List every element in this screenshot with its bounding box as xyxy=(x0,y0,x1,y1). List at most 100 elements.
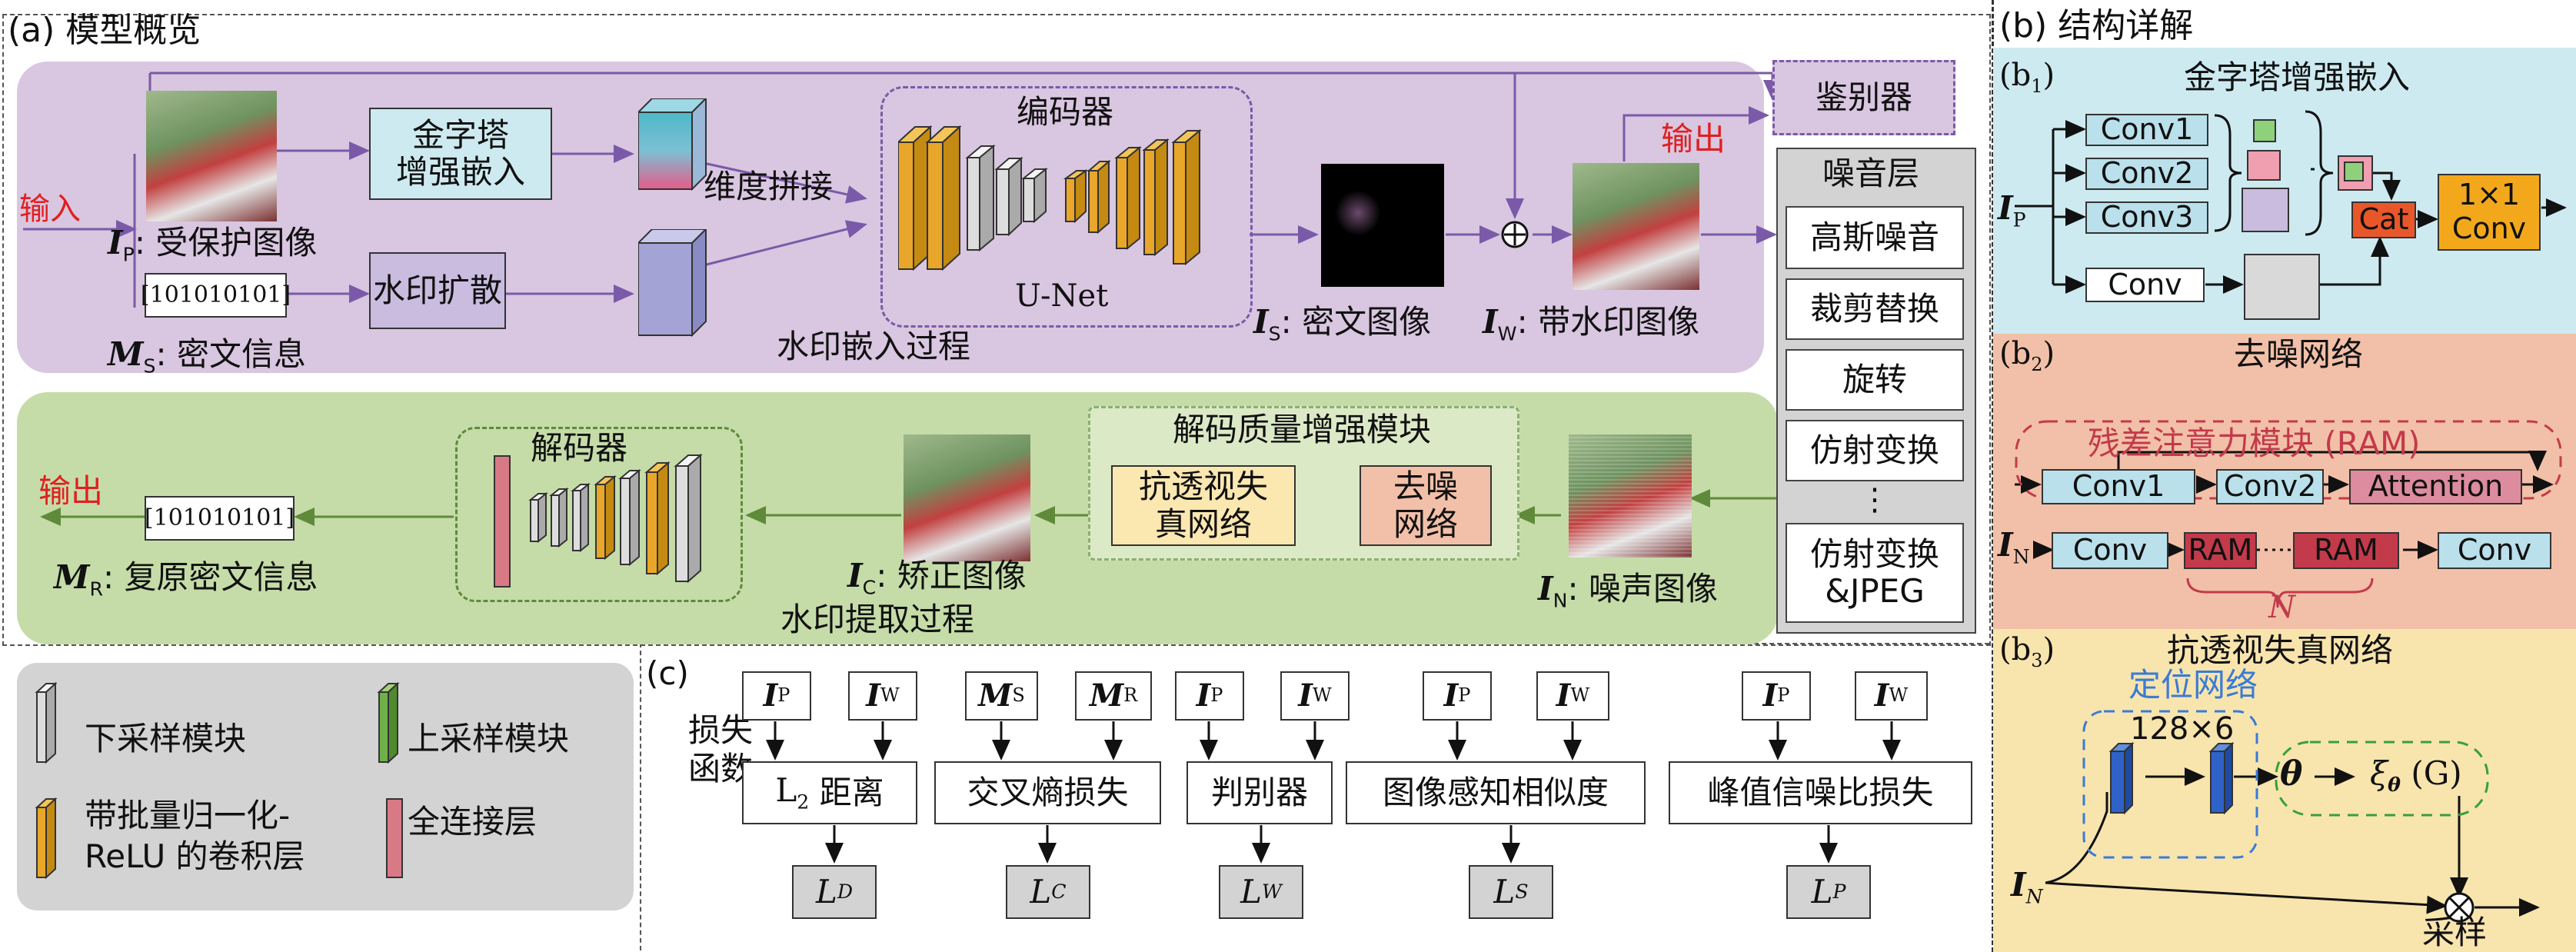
b3-theta: θ xyxy=(2280,754,2303,794)
b2-conv-in: Conv xyxy=(2052,532,2168,569)
pyramid-feature-map xyxy=(638,98,707,191)
mr-bits: [101010101] xyxy=(145,496,295,541)
panel-a-frame xyxy=(2,14,1991,646)
b2-conv1: Conv1 xyxy=(2042,469,2195,504)
loss-lpips-box: 图像感知相似度 xyxy=(1346,761,1646,824)
corrected-image xyxy=(904,434,1030,561)
loss-l2-label: 距离 xyxy=(819,773,884,811)
iw-caption: IW: 带水印图像 xyxy=(1483,303,1700,345)
b1-conv: Conv xyxy=(2085,268,2205,302)
noise-rotate: 旋转 xyxy=(1786,349,1964,411)
loc-net-outline xyxy=(2082,710,2258,859)
mr-caption-text: 复原密文信息 xyxy=(124,558,318,596)
dqe-module-title: 解码质量增强模块 xyxy=(1173,411,1432,448)
anti-perspective-box: 抗透视失 真网络 xyxy=(1111,465,1296,546)
b1-cat: Cat xyxy=(2351,201,2416,238)
b1-conv1x1-label: 1×1 Conv xyxy=(2451,178,2527,245)
b2-ram-2: RAM xyxy=(2293,532,2399,569)
noise-affine-jpeg: 仿射变换 &JPEG xyxy=(1786,523,1964,623)
b1-conv2: Conv2 xyxy=(2085,156,2208,190)
b2-ram-1: RAM xyxy=(2184,532,2257,569)
b2-n: N xyxy=(2268,590,2295,625)
pyramid-embed-label: 金字塔 增强嵌入 xyxy=(395,115,525,191)
is-caption: IS: 密文图像 xyxy=(1253,303,1432,345)
legend-box xyxy=(17,663,634,910)
b1-conv3: Conv3 xyxy=(2085,200,2208,234)
noise-gaussian: 高斯噪音 xyxy=(1786,206,1964,269)
b3-loc-net: 定位网络 xyxy=(2128,666,2258,704)
legend-fc: 全连接层 xyxy=(408,803,537,840)
embed-process-label: 水印嵌入过程 xyxy=(777,328,971,365)
mr-caption: MR: 复原密文信息 xyxy=(54,558,318,601)
anti-perspective-label: 抗透视失 真网络 xyxy=(1138,468,1268,543)
loss-l2-box: L2 距离 xyxy=(742,761,917,824)
decoder-block xyxy=(455,427,743,602)
b3-in: IN xyxy=(2011,866,2043,908)
extract-process-label: 水印提取过程 xyxy=(780,601,975,638)
panel-b-title: (b) 结构详解 xyxy=(1999,6,2194,45)
noise-affine: 仿射变换 xyxy=(1786,420,1964,481)
ic-caption-text: 矫正图像 xyxy=(897,557,1027,594)
encoder-label: 编码器 xyxy=(1017,93,1114,131)
watermarked-image xyxy=(1573,163,1699,290)
noise-ellipsis: ⋮ xyxy=(1859,482,1890,518)
b3-dims: 128×6 xyxy=(2130,711,2235,747)
in-caption-text: 噪声图像 xyxy=(1589,570,1719,607)
b2-in: IN xyxy=(1998,526,2030,568)
b3-sampling: 采样 xyxy=(2422,914,2488,951)
ip-caption-text: 受保护图像 xyxy=(155,224,318,261)
panel-b3-bg xyxy=(1993,629,2576,952)
b2-conv2: Conv2 xyxy=(2216,469,2324,504)
spread-feature-map xyxy=(638,229,707,337)
decoder-layers xyxy=(494,453,703,588)
b1-stacked-inner xyxy=(2344,161,2364,181)
discriminator-box: 鉴别器 xyxy=(1772,60,1955,135)
ip-caption: IP: 受保护图像 xyxy=(108,224,318,266)
unet-layers xyxy=(898,125,1202,271)
output-label-bottom: 输出 xyxy=(38,472,104,510)
legend-conv-bn-relu: 带批量归一化- ReLU 的卷积层 xyxy=(85,797,305,875)
b2-title: 去噪网络 xyxy=(2234,335,2364,373)
pyramid-embed-box: 金字塔 增强嵌入 xyxy=(369,108,552,200)
noisy-image xyxy=(1569,434,1692,558)
b3-xi-g: (G) xyxy=(2411,754,2462,792)
legend-downsample: 下采样模块 xyxy=(85,720,247,757)
concat-label: 维度拼接 xyxy=(704,168,834,205)
decoder-label: 解码器 xyxy=(531,429,628,467)
b1-tag: (b1) xyxy=(1999,58,2055,97)
protected-image xyxy=(146,91,277,221)
ic-caption: IC: 矫正图像 xyxy=(847,557,1027,599)
b2-tag: (b2) xyxy=(1999,336,2055,375)
ms-caption-text: 密文信息 xyxy=(177,335,307,373)
b3-tag: (b3) xyxy=(1999,632,2055,671)
loss-psnr-box: 峰值信噪比损失 xyxy=(1669,761,1972,824)
panel-a-title: (a) 模型概览 xyxy=(8,11,201,50)
b3-title: 抗透视失真网络 xyxy=(2167,631,2394,669)
b2-ram-title: 残差注意力模块 (RAM) xyxy=(2088,424,2421,462)
b1-title: 金字塔增强嵌入 xyxy=(2184,58,2411,96)
noise-affine-jpeg-label: 仿射变换 &JPEG xyxy=(1809,534,1939,610)
is-caption-text: 密文图像 xyxy=(1302,303,1432,341)
b1-scale-small xyxy=(2253,119,2276,142)
b3-xi: ξθ (G) xyxy=(2370,754,2462,797)
b1-scale-mid xyxy=(2247,150,2281,181)
denoise-label: 去噪 网络 xyxy=(1393,468,1458,543)
denoise-box: 去噪 网络 xyxy=(1360,465,1492,546)
b1-gray-map xyxy=(2244,254,2320,320)
b1-scale-large xyxy=(2242,188,2289,232)
loss-disc-box: 判别器 xyxy=(1186,761,1333,824)
